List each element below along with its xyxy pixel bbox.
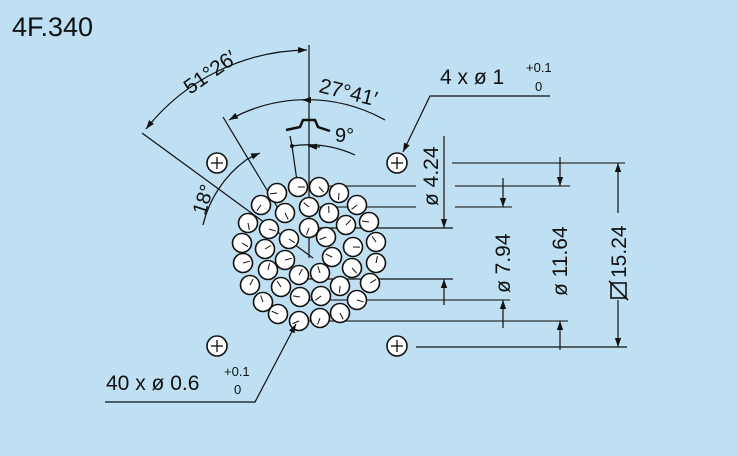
dimension-15-24: 15.24 bbox=[608, 225, 631, 301]
contact-holes bbox=[231, 176, 387, 332]
mounting-holes bbox=[206, 152, 408, 357]
contact-leader bbox=[105, 323, 297, 403]
contact-hole bbox=[237, 212, 259, 234]
contact-hole bbox=[318, 202, 340, 224]
contact-hole bbox=[358, 211, 380, 233]
contact-hole bbox=[274, 202, 296, 224]
contact-hole bbox=[335, 214, 357, 236]
angle-small-label: 9° bbox=[335, 125, 354, 147]
mounting-hole-tol-upper: +0.1 bbox=[526, 60, 552, 75]
contact-hole bbox=[346, 194, 368, 216]
contact-hole bbox=[274, 249, 296, 271]
contact-hole bbox=[266, 182, 288, 204]
contact-hole bbox=[287, 176, 309, 198]
mounting-hole-icon bbox=[386, 152, 408, 174]
contact-hole bbox=[270, 276, 292, 298]
svg-text:15.24: 15.24 bbox=[608, 225, 631, 278]
square-symbol bbox=[610, 282, 627, 299]
contact-hole bbox=[267, 303, 289, 325]
angle-construction bbox=[141, 45, 386, 259]
contact-tol-upper: +0.1 bbox=[224, 364, 250, 379]
contact-hole bbox=[258, 218, 280, 240]
mounting-hole-leader bbox=[402, 95, 550, 153]
contact-hole bbox=[239, 274, 261, 296]
contact-tol-lower: 0 bbox=[234, 382, 241, 397]
dimension-11-64: ø 11.64 bbox=[549, 226, 572, 296]
angle-side-label: 18° bbox=[189, 182, 219, 218]
key-symbol bbox=[285, 118, 331, 133]
mounting-hole-icon bbox=[206, 152, 228, 174]
contact-hole bbox=[359, 272, 381, 294]
contact-hole bbox=[288, 264, 310, 286]
contact-hole bbox=[257, 259, 279, 281]
contact-hole bbox=[254, 238, 276, 260]
dimension-7-94: ø 7.94 bbox=[492, 233, 515, 293]
mounting-hole-icon bbox=[386, 335, 408, 357]
contact-hole bbox=[365, 252, 387, 274]
contact-hole bbox=[315, 226, 337, 248]
contact-hole bbox=[309, 307, 331, 329]
angle-middle-label: 27°41′ bbox=[317, 75, 380, 112]
contact-hole bbox=[328, 182, 350, 204]
contact-hole bbox=[309, 262, 331, 284]
contact-hole bbox=[308, 176, 330, 198]
contact-hole bbox=[298, 196, 320, 218]
contact-hole bbox=[252, 291, 274, 313]
contact-hole bbox=[231, 232, 253, 254]
contact-hole bbox=[341, 257, 363, 279]
mounting-hole-tol-lower: 0 bbox=[535, 79, 542, 94]
dimension-4-24: ø 4.24 bbox=[420, 146, 443, 206]
contact-hole bbox=[342, 236, 364, 258]
contact-hole bbox=[321, 246, 343, 268]
contact-hole bbox=[365, 231, 387, 253]
contact-hole bbox=[329, 302, 351, 324]
angle-outer-label: 51°26′ bbox=[180, 46, 242, 99]
part-number: 4F.340 bbox=[12, 12, 93, 42]
contact-hole bbox=[289, 286, 311, 308]
contact-hole bbox=[298, 217, 320, 239]
contact-hole bbox=[329, 275, 351, 297]
contact-hole bbox=[250, 194, 272, 216]
contact-callout: 40 x ø 0.6 bbox=[106, 372, 199, 395]
contact-hole bbox=[346, 289, 368, 311]
dimension-lines bbox=[440, 136, 622, 350]
contact-hole bbox=[278, 228, 300, 250]
contact-hole bbox=[288, 310, 310, 332]
contact-hole bbox=[310, 285, 332, 307]
mounting-hole-callout: 4 x ø 1 bbox=[440, 66, 504, 89]
mounting-hole-icon bbox=[206, 335, 228, 357]
contact-hole bbox=[232, 252, 254, 274]
